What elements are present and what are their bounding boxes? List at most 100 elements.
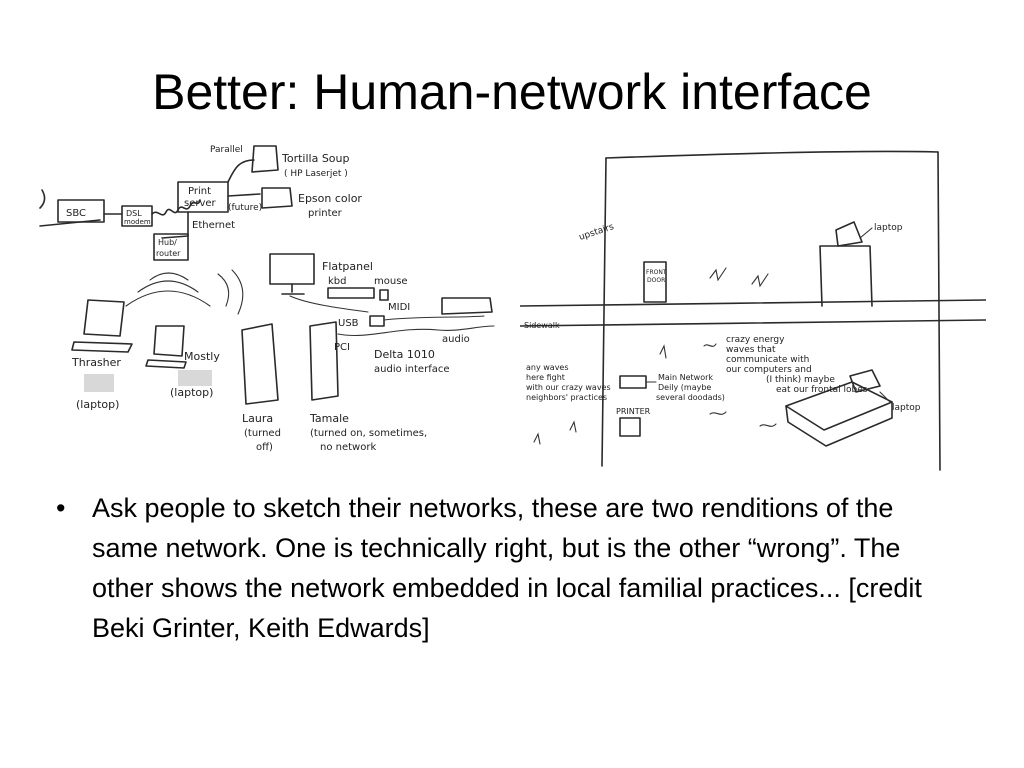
printer-box <box>619 417 641 437</box>
printer-label: PRINTER <box>616 407 651 416</box>
usb-label: USB <box>338 318 359 329</box>
laura-off-label: off) <box>256 442 273 453</box>
tamale-no-network-label: no network <box>320 442 376 453</box>
technical-network-sketch: SBC DSL modem Print server Ethernet (fut… <box>39 145 495 453</box>
flatpanel-label: Flatpanel <box>322 260 373 273</box>
wireless-wave-5 <box>231 269 244 315</box>
hub-label: Hub/ <box>158 238 177 247</box>
ethernet-label: Ethernet <box>192 220 235 231</box>
audio-cable <box>337 325 495 337</box>
crazy-energy-line-2: waves that <box>726 345 776 355</box>
kbd-label: kbd <box>328 276 347 287</box>
upstairs-label: upstairs <box>578 222 616 243</box>
sbc-box <box>57 199 105 223</box>
squiggle-2 <box>751 273 769 288</box>
epson-label-2: printer <box>308 208 343 219</box>
redacted-name-2 <box>178 370 212 386</box>
monitor-cable <box>289 295 369 313</box>
flatpanel-monitor <box>269 253 315 285</box>
sbc-line <box>39 219 101 227</box>
wireless-wave-4 <box>217 273 230 307</box>
mostly-label: Mostly <box>184 350 220 363</box>
bullet-text: Ask people to sketch their networks, the… <box>92 493 922 643</box>
main-network-line-1: Main Network <box>658 373 713 382</box>
audio-label: audio <box>442 334 470 345</box>
print-server-label-1: Print <box>188 186 211 197</box>
hp-laserjet-label: ( HP Laserjet ) <box>284 169 348 179</box>
epson-label-1: Epson color <box>298 192 362 205</box>
thrasher-laptop-label: (laptop) <box>76 398 119 411</box>
sbc-label: SBC <box>66 208 86 219</box>
front-door-label-1: FRONT <box>646 269 667 276</box>
tortilla-soup-printer <box>251 145 279 173</box>
tamale-computer <box>309 321 339 401</box>
slide-title: Better: Human-network interface <box>152 64 872 120</box>
bed-side <box>785 401 893 447</box>
wireless-wave-3 <box>125 290 211 307</box>
flatpanel-stand <box>281 283 305 295</box>
house-left-wall <box>601 157 607 467</box>
squiggle-6 <box>759 423 777 427</box>
laptop-pointer-bottom <box>879 391 891 403</box>
any-waves-line-2: here fight <box>526 373 565 382</box>
floor-line-2 <box>520 319 986 327</box>
thrasher-label: Thrasher <box>71 356 121 369</box>
tamale-label: Tamale <box>309 412 349 425</box>
house-right-wall <box>937 151 941 471</box>
upstairs-table <box>819 245 873 307</box>
parallel-cable <box>227 159 255 183</box>
tamale-turned-label: (turned on, sometimes, <box>310 428 427 439</box>
crazy-energy-line-6: eat our frontal lobes <box>776 385 868 395</box>
upstairs-laptop-label: laptop <box>874 223 903 233</box>
squiggle-5 <box>709 411 727 415</box>
squiggle-1 <box>709 267 727 282</box>
dsl-modem-label: modem <box>124 218 151 226</box>
router-label: router <box>156 249 181 258</box>
crazy-energy-line-4: our computers and <box>726 365 812 375</box>
epson-cable <box>227 193 261 197</box>
hub-router-box <box>153 233 189 261</box>
front-door-label-2: DOOR <box>647 277 665 284</box>
midi-label: MIDI <box>388 302 410 313</box>
mostly-laptop-label: (laptop) <box>170 386 213 399</box>
main-network-line-3: several doodads) <box>656 393 725 402</box>
any-waves-line-3: with our crazy waves <box>526 383 611 392</box>
wave-squiggle-2 <box>659 344 667 359</box>
upstairs-laptop <box>835 221 863 247</box>
wave-squiggle-1 <box>703 343 717 347</box>
bed-laptop-label: laptop <box>892 403 921 413</box>
midi-device <box>441 297 493 315</box>
sidewalk-label: Sidewalk <box>524 321 560 330</box>
parallel-label: Parallel <box>210 145 243 155</box>
mostly-laptop <box>145 325 187 369</box>
main-network-box <box>619 375 647 389</box>
mouse-label: mouse <box>374 276 408 287</box>
sketch-line-inlet <box>39 189 46 209</box>
usb-hub <box>369 315 385 327</box>
future-label: (future) <box>228 203 262 213</box>
any-waves-line-4: neighbors' practices <box>526 393 607 402</box>
dsl-label: DSL <box>126 209 142 218</box>
dsl-modem-box <box>121 205 153 227</box>
usb-cable <box>383 315 485 321</box>
epson-printer <box>261 187 293 209</box>
laptop-pointer-top <box>859 227 873 239</box>
bullet-item: • Ask people to sketch their networks, t… <box>56 488 956 648</box>
laura-label: Laura <box>242 412 273 425</box>
any-waves-line-1: any waves <box>526 363 569 372</box>
bullet-list: • Ask people to sketch their networks, t… <box>56 488 956 648</box>
crazy-energy-line-3: communicate with <box>726 355 809 365</box>
bullet-marker: • <box>56 493 66 523</box>
mouse <box>379 289 389 301</box>
squiggle-3 <box>533 432 541 445</box>
pci-label: PCI <box>334 342 350 353</box>
audio-interface-label: audio interface <box>374 364 450 375</box>
crazy-energy-line-1: crazy energy <box>726 335 785 345</box>
laura-computer <box>241 323 279 405</box>
crazy-energy-line-5: (I think) maybe <box>766 375 835 385</box>
print-server-box <box>177 181 229 213</box>
wireless-wave-1 <box>149 272 189 281</box>
wireless-wave-2 <box>137 280 199 293</box>
front-door <box>643 261 667 303</box>
squiggle-4 <box>569 420 577 433</box>
